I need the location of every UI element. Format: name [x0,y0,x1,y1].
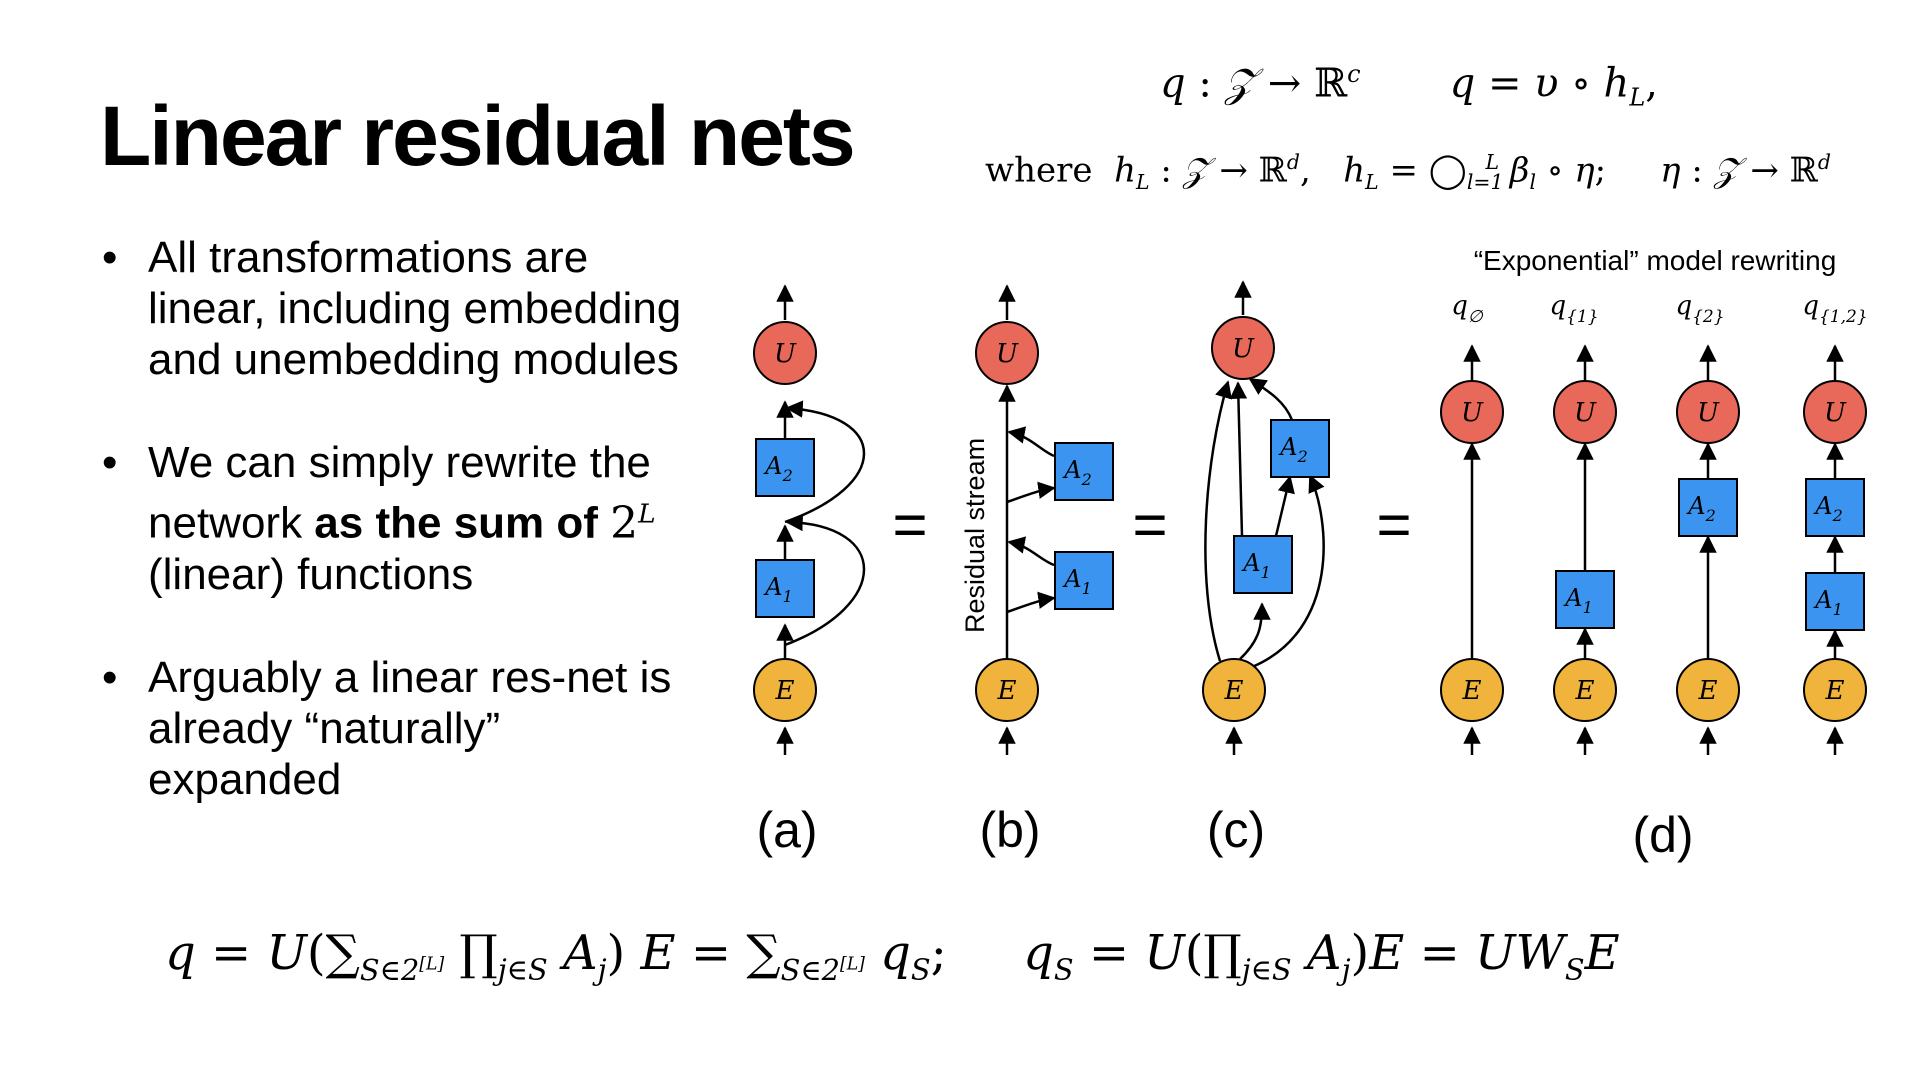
unembed-node [753,321,817,385]
block-a1 [1805,572,1865,631]
panel-label-c: (c) [1207,802,1265,858]
slide-title: Linear residual nets [100,89,856,183]
unembed-label: U [1824,398,1847,428]
embed-label: E [1462,676,1482,706]
panel-label-a: (a) [756,802,817,858]
embed-label: E [1575,676,1595,706]
svg-text:A1: A1 [1563,584,1593,617]
panel-d: “Exponential” model rewriting q∅ q{1} q{… [1440,245,1868,863]
equals-sign-3: = [1376,491,1411,558]
q-label-empty: q∅ [1451,291,1484,327]
svg-text:A2: A2 [1062,456,1092,489]
unembed-node [1440,380,1504,444]
svg-text:A2: A2 [763,452,793,485]
column-q-12: U A2 A1 E [1803,344,1867,755]
embed-node [1676,658,1740,722]
panel-label-b: (b) [979,802,1040,858]
formula-sum-expansion: q = U(∑S∈2[L] ∏j∈S Aj) E = ∑S∈2[L] qS; q… [165,925,1620,987]
block-a2 [1678,478,1738,537]
embed-node [975,658,1039,722]
panel-c: U A2 A1 E (c) [1202,280,1330,858]
svg-text:A1: A1 [1062,565,1092,598]
block-a1 [755,559,815,618]
embed-node [1803,658,1867,722]
unembed-node [1803,380,1867,444]
unembed-node [1676,380,1740,444]
unembed-label: U [1697,398,1720,428]
panel-a: U A2 A1 E (a) [753,284,866,858]
bullet-list: All transformations are linear, includin… [100,232,700,857]
embed-label: E [997,676,1017,706]
equals-sign-1: = [892,491,927,558]
embed-label: E [1224,676,1244,706]
svg-text:A2: A2 [1686,492,1716,525]
embed-node [753,658,817,722]
svg-text:A1: A1 [763,573,793,606]
svg-text:A2: A2 [1278,433,1308,466]
formula-where-clause: where hL : 𝒵 → ℝd, hL = ◯l=1L βl ∘ η; η … [985,150,1831,195]
residual-stream-label: Residual stream [960,438,990,633]
unembed-label: U [1461,398,1484,428]
block-a2 [1805,478,1865,537]
q-label-2: q{2} [1675,291,1724,327]
block-a2 [755,438,815,497]
bullet-item-naturally-expanded: Arguably a linear res-net is already “na… [100,652,700,805]
svg-text:A1: A1 [1813,586,1843,619]
svg-text:A2: A2 [1813,492,1843,525]
exponential-rewriting-caption: “Exponential” model rewriting [1474,245,1837,276]
unembed-label: U [996,339,1019,369]
block-a1 [1054,551,1114,610]
embed-node [1553,658,1617,722]
embed-label: E [775,676,795,706]
panel-b: U A2 A1 E Residual stream (b) [960,284,1114,858]
block-a2 [1270,419,1330,478]
unembed-node [1211,316,1275,380]
embed-node [1202,658,1266,722]
where-word: where [985,150,1093,191]
embed-label: E [1825,676,1845,706]
column-q-empty: U E [1440,344,1504,755]
column-q-2: U A2 E [1676,344,1740,755]
block-a1 [1233,535,1293,594]
equals-sign-2: = [1132,491,1167,558]
bullet-item-linear: All transformations are linear, includin… [100,232,700,385]
block-a2 [1054,442,1114,501]
formula-q-definition: q : 𝒵 → ℝc q = υ ∘ hL, [1160,60,1658,112]
unembed-node [975,321,1039,385]
q-label-1: q{1} [1549,291,1598,327]
bullet-item-sum-of-functions: We can simply rewrite the network as the… [100,437,700,600]
block-a1 [1555,570,1615,629]
unembed-label: U [774,339,797,369]
unembed-node [1553,380,1617,444]
panel-label-d: (d) [1632,807,1693,863]
column-q-1: U A1 E [1553,344,1617,755]
svg-text:A1: A1 [1241,549,1271,582]
embed-node [1440,658,1504,722]
embed-label: E [1698,676,1718,706]
q-label-12: q{1,2} [1802,291,1867,327]
unembed-label: U [1232,334,1255,364]
unembed-label: U [1574,398,1597,428]
